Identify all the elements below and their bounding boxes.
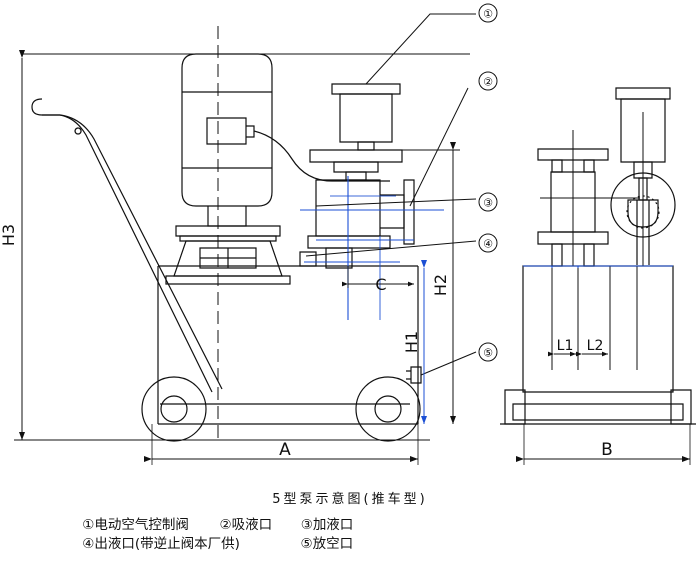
callout-1-label: ①: [483, 8, 493, 21]
callout-2[interactable]: ②: [478, 71, 498, 91]
legend-item-5: ⑤放空口: [301, 532, 354, 552]
pump-upper-flange: [309, 149, 403, 181]
callout-leaders: [305, 13, 477, 376]
side-view-left-column: [537, 130, 640, 267]
side-view-base-frame: [500, 389, 696, 425]
legend-label-5: 放空口: [312, 536, 354, 552]
dim-h1-label: H1: [402, 331, 421, 353]
dim-c-line: [342, 266, 414, 288]
callout-3[interactable]: ③: [478, 192, 498, 212]
callout-5[interactable]: ⑤: [478, 342, 498, 362]
dim-h3-label: H3: [0, 224, 18, 246]
callout-2-label: ②: [483, 76, 493, 89]
legend-marker-1: ①: [82, 517, 95, 533]
air-control-valve: [331, 83, 401, 151]
legend-item-4: ④出液口(带逆止阀本厂供): [82, 532, 240, 552]
legend-label-2: 吸液口: [231, 517, 273, 533]
callout-3-label: ③: [483, 197, 493, 210]
legend-label-4: 出液口(带逆止阀本厂供): [94, 536, 240, 552]
dim-b-line: [516, 424, 691, 465]
vent-port: [406, 366, 422, 384]
dim-h2-line: [400, 142, 460, 424]
callout-1[interactable]: ①: [478, 3, 498, 23]
drain-nozzle: [299, 251, 317, 267]
legend-marker-2: ②: [219, 517, 232, 533]
legend-item-3: ③加液口: [301, 513, 354, 533]
cart-wheel-front: [141, 376, 207, 442]
callout-5-label: ⑤: [483, 347, 493, 360]
motor-pedestal: [165, 225, 291, 285]
callout-4[interactable]: ④: [478, 233, 498, 253]
dim-l2-label: L2: [587, 338, 604, 354]
electric-motor: [181, 53, 390, 227]
callout-bubbles: ① ② ③ ④ ⑤: [478, 3, 498, 362]
pump-body: [315, 179, 415, 245]
pump-base-plate: [299, 235, 391, 269]
legend-item-1: ①电动空气控制阀: [82, 513, 189, 533]
suction-port-flange: [403, 179, 415, 245]
legend-marker-5: ⑤: [300, 536, 313, 552]
dim-h3-line: [14, 50, 430, 441]
cart-chassis: [157, 265, 419, 425]
accent-reference-lines: [300, 176, 673, 320]
dim-l1-label: L1: [557, 338, 574, 354]
motor-junction-box: [206, 117, 247, 145]
dim-h2-label: H2: [431, 274, 450, 296]
legend-item-2: ②吸液口: [220, 513, 273, 533]
legend-marker-4: ④: [82, 536, 95, 552]
legend-row-1: ①电动空气控制阀 ②吸液口 ③加液口: [0, 513, 700, 533]
legend-row-2: ④出液口(带逆止阀本厂供) ⑤放空口: [0, 532, 700, 552]
legend-label-3: 加液口: [312, 517, 354, 533]
dim-a-line: [144, 424, 419, 465]
legend-marker-3: ③: [300, 517, 313, 533]
motor-power-cable: [253, 130, 390, 182]
legend-label-1: 电动空气控制阀: [94, 517, 189, 533]
side-view-tank: [522, 265, 674, 393]
cart-wheel-rear: [355, 376, 421, 442]
cart-handle: [31, 98, 223, 393]
side-view-perforation: [626, 195, 660, 229]
callout-4-label: ④: [483, 238, 493, 251]
drawing-title: 5型泵示意图(推车型): [272, 492, 428, 507]
dim-b-label: B: [601, 440, 613, 460]
side-view-right-column: [610, 87, 676, 266]
dim-a-label: A: [279, 440, 291, 460]
dim-c-label: C: [375, 275, 386, 294]
dimension-labels: H3 H2 H1 C A B L1 L2: [0, 224, 613, 460]
